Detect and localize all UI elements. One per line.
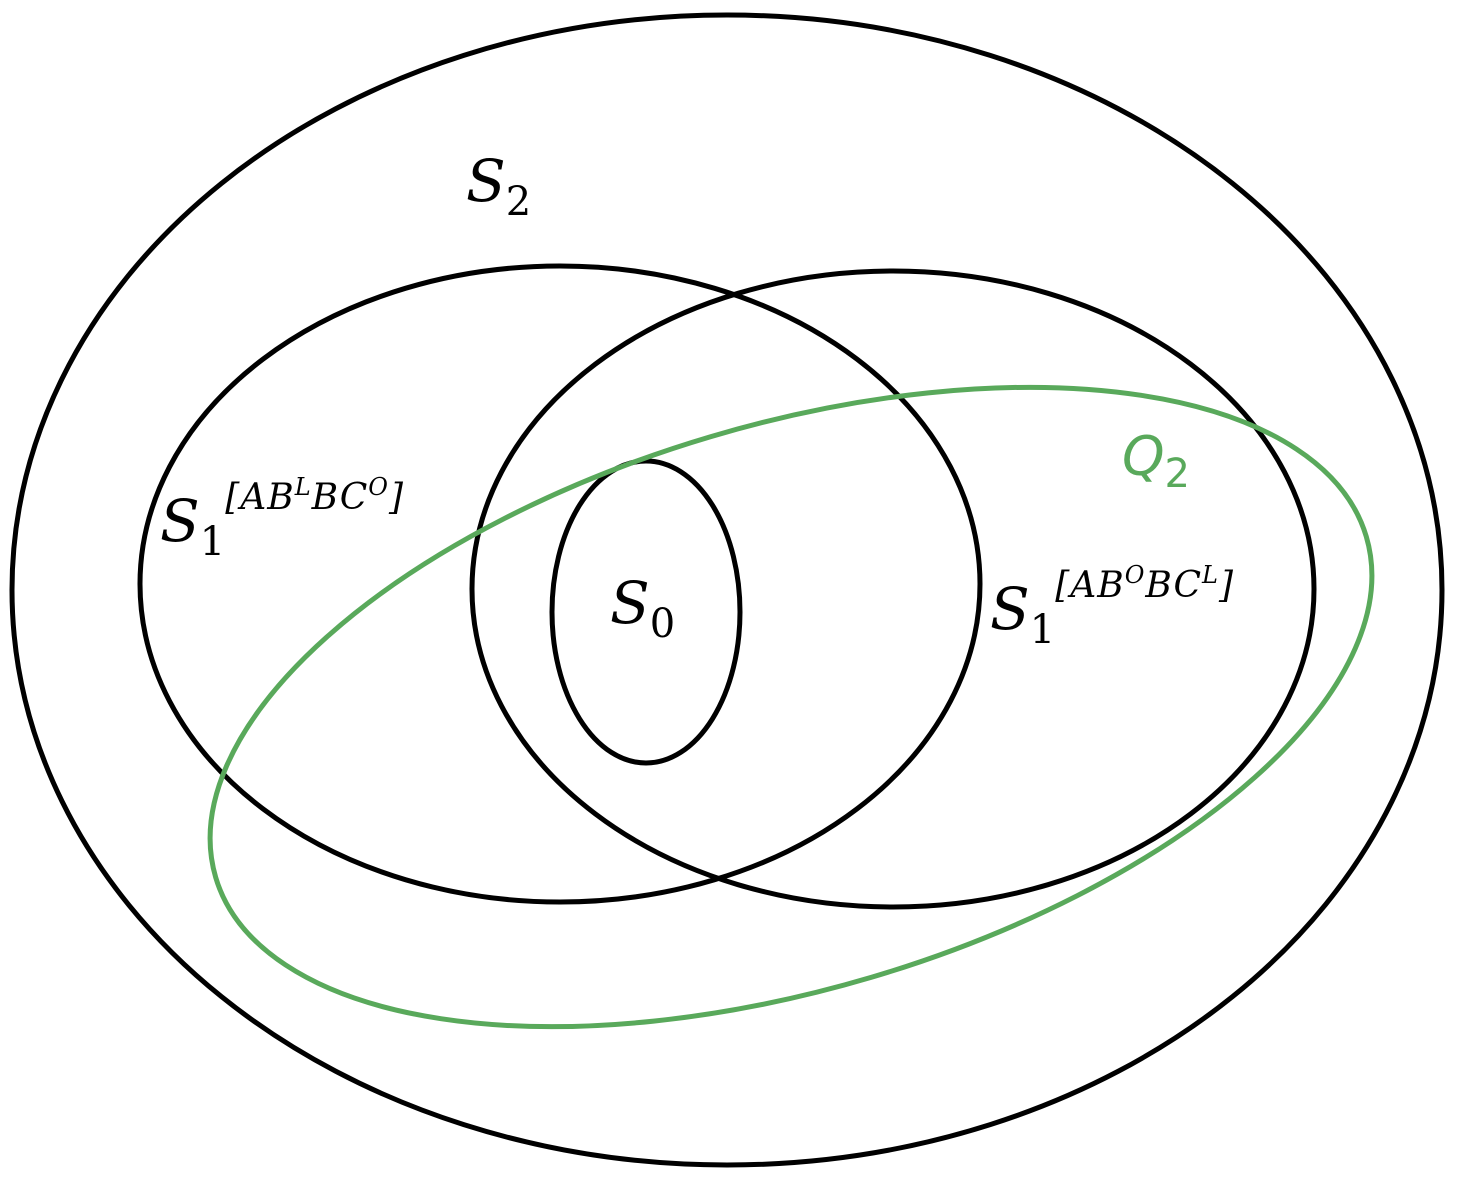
- sup-open: [: [225, 477, 241, 518]
- label-s1-right-base: S: [990, 575, 1030, 643]
- label-s1-left: S1[ABLBCO]: [160, 475, 404, 562]
- sup-b: BC: [311, 477, 369, 518]
- sup-b: BC: [1145, 565, 1203, 606]
- label-s2: S2: [466, 152, 531, 222]
- sup-b-exp: L: [1202, 561, 1219, 589]
- label-s0-base: S: [610, 569, 650, 637]
- label-q2-sub: 2: [1164, 451, 1190, 497]
- set-q2-outline: [207, 384, 1375, 1030]
- label-s0: S0: [610, 574, 675, 644]
- sup-close: ]: [388, 477, 405, 518]
- sup-a-exp: L: [294, 473, 312, 501]
- label-q2-base: Q: [1122, 425, 1165, 488]
- label-s0-sub: 0: [649, 601, 676, 647]
- sup-a: AB: [1070, 565, 1125, 606]
- label-s1-right-sub: 1: [1029, 607, 1056, 653]
- label-s1-left-sub: 1: [199, 519, 226, 565]
- set-s0-outline: [549, 458, 743, 766]
- sup-b-exp: O: [368, 473, 389, 501]
- label-s1-left-base: S: [160, 487, 200, 555]
- label-s1-right-sup: [ABOBCL]: [1055, 563, 1235, 606]
- sup-a-exp: O: [1124, 561, 1146, 589]
- sup-open: [: [1055, 565, 1071, 606]
- label-q2: Q2: [1122, 430, 1190, 495]
- label-s1-left-sup: [ABLBCO]: [225, 475, 405, 518]
- set-s2-outline: [9, 12, 1445, 1168]
- set-s1-right-outline: [469, 268, 1317, 910]
- set-s1-left-outline: [137, 263, 983, 905]
- label-s2-sub: 2: [505, 179, 532, 225]
- sup-a: AB: [240, 477, 295, 518]
- label-s1-right: S1[ABOBCL]: [990, 563, 1234, 650]
- label-s2-base: S: [466, 147, 506, 215]
- sup-close: ]: [1218, 565, 1235, 606]
